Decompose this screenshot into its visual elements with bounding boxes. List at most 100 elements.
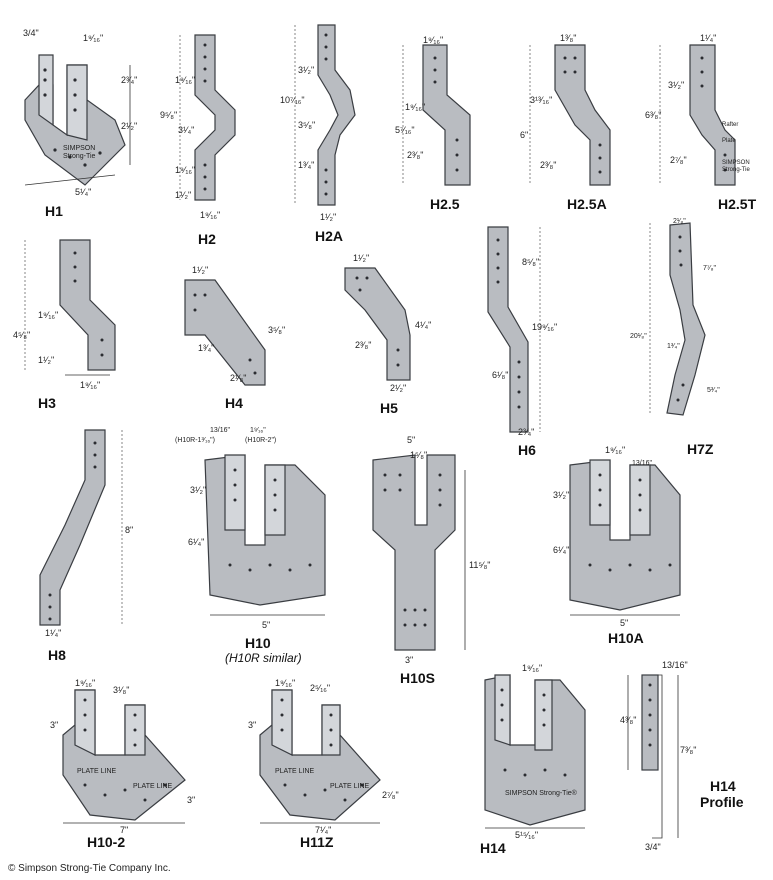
h10s-dim-b: 1⁵⁄₈" <box>410 450 428 460</box>
h14-profile-drawing <box>627 674 679 839</box>
connector-h14: 1⁹⁄₁₆" 5¹⁵⁄₁₆" SIMPSON Strong-Tie® H14 <box>470 660 610 860</box>
copyright: © Simpson Strong-Tie Company Inc. <box>8 863 171 874</box>
h14-profile-dim-a: 13/16" <box>662 660 688 670</box>
h10s-dim-d: 3" <box>405 655 414 665</box>
h11z-dim-a: 1⁹⁄₁₆" <box>275 678 296 688</box>
h4-drawing <box>184 279 266 386</box>
h2-5t-dim-a: 1¹⁄₄" <box>700 33 717 43</box>
h10a-dim-d: 6¹⁄₄" <box>553 545 570 555</box>
h2-5t-plate-text-1: Rafter <box>722 122 739 128</box>
connector-h6: 8⁵⁄₈" 19⁹⁄₁₆" 6¹⁄₈" 2³⁄₄" H6 <box>480 222 580 462</box>
h10-drawing <box>204 454 326 616</box>
h11z-drawing <box>259 689 381 824</box>
h10-2-dim-e: 7" <box>120 825 129 835</box>
h10s-drawing <box>372 454 466 651</box>
h10-dim-e: 3¹⁄₂" <box>190 485 207 495</box>
connector-h10a: 1⁹⁄₁₆" 13/16" 3¹⁄₂" 6¹⁄₄" 5" H10A <box>550 440 725 650</box>
h11z-dim-e: 7¹⁄₄" <box>315 825 332 835</box>
connector-h1: 3/4" 1⁹⁄₁₆" 2³⁄₄" 2¹⁄₂" 5¹⁄₄" SIMPSON St… <box>15 25 145 219</box>
h2a-label: H2A <box>315 228 344 244</box>
h2-5-dim-a: 1⁹⁄₁₆" <box>423 35 444 45</box>
h2-5-drawing <box>402 44 471 186</box>
h2-5a-dim-a: 1³⁄₈" <box>560 33 577 43</box>
h11z-plate-text-1: PLATE LINE <box>275 768 315 775</box>
h2-dim-d: 1⁹⁄₁₆" <box>175 165 196 175</box>
h3-label: H3 <box>38 395 56 411</box>
h10s-label: H10S <box>400 670 436 686</box>
h2-5t-plate-text-3: SIMPSON <box>722 160 750 166</box>
h11z-dim-c: 3" <box>248 720 257 730</box>
h1-label: H1 <box>45 203 63 219</box>
connector-h3: 1⁹⁄₁₆" 4⁵⁄₈" 1¹⁄₂" 1⁹⁄₁₆" H3 <box>10 235 130 415</box>
h10a-drawing <box>569 459 681 616</box>
h10-label: H10 <box>245 635 271 651</box>
h1-dim-c: 2³⁄₄" <box>121 75 138 85</box>
h2-5t-label: H2.5T <box>718 196 757 212</box>
h14-dim-b: 5¹⁵⁄₁₆" <box>515 830 539 840</box>
connector-h10s: 5" 1⁵⁄₈" 11⁵⁄₈" 3" H10S <box>365 430 495 690</box>
connector-h2a: 3¹⁄₂" 10⁷⁄₁₆" 3⁵⁄₈" 1³⁄₄" 1¹⁄₂" H2A <box>280 20 380 244</box>
h2-5a-label: H2.5A <box>567 196 607 212</box>
connector-h10: 13/16" (H10R-1³⁄₁₆") 1⁹⁄₁₆" (H10R-2") 3¹… <box>170 425 345 670</box>
h2-dim-e: 1¹⁄₂" <box>175 190 192 200</box>
h2-dim-c: 3¹⁄₄" <box>178 125 195 135</box>
connector-h2-5: 1⁹⁄₁₆" 1⁹⁄₁₆" 5⁷⁄₁₆" 2³⁄₈" H2.5 <box>395 30 495 212</box>
h11z-dim-b: 2⁵⁄₁₆" <box>310 683 331 693</box>
h1-plate-text-1: SIMPSON <box>63 145 96 152</box>
h2-5t-dim-b: 3¹⁄₂" <box>668 80 685 90</box>
h10-2-dim-b: 3¹⁄₈" <box>113 685 130 695</box>
h2a-dim-b: 10⁷⁄₁₆" <box>280 95 305 105</box>
h3-dim-c: 1¹⁄₂" <box>38 355 55 365</box>
h2a-dim-e: 1¹⁄₂" <box>320 212 337 222</box>
h2-5-dim-d: 2³⁄₈" <box>407 150 424 160</box>
h10a-dim-b: 13/16" <box>632 460 653 467</box>
h7z-dim-e: 5³⁄₄" <box>707 387 720 394</box>
h4-dim-b: 3⁵⁄₈" <box>268 325 286 335</box>
h6-dim-a: 8⁵⁄₈" <box>522 257 540 267</box>
connector-h8: 8" 1¹⁄₄" H8 <box>30 425 140 675</box>
h10-2-dim-c: 3" <box>50 720 59 730</box>
h2-5t-dim-c: 6³⁄₈" <box>645 110 662 120</box>
h1-drawing <box>24 54 131 186</box>
h10s-dim-c: 11⁵⁄₈" <box>469 560 491 570</box>
h7z-dim-d: 1³⁄₄" <box>667 343 680 350</box>
h3-drawing <box>24 239 116 376</box>
h5-label: H5 <box>380 400 398 416</box>
connector-h5: 1¹⁄₂" 4¹⁄₄" 2³⁄₈" 2¹⁄₂" H5 <box>335 250 445 420</box>
h6-dim-d: 2³⁄₄" <box>518 427 535 437</box>
h4-dim-c: 1³⁄₄" <box>198 343 215 353</box>
h2-5t-plate-text-4: Strong-Tie <box>722 167 750 173</box>
h10-2-drawing <box>62 689 186 824</box>
h2-5-dim-b: 1⁹⁄₁₆" <box>405 102 426 112</box>
h7z-dim-c: 20¹⁄₈" <box>630 333 647 340</box>
h5-dim-d: 2¹⁄₂" <box>390 383 407 393</box>
h10-2-dim-d: 3" <box>187 795 196 805</box>
h2-5a-dim-d: 2³⁄₈" <box>540 160 557 170</box>
h3-dim-d: 1⁹⁄₁₆" <box>80 380 101 390</box>
h10a-dim-a: 1⁹⁄₁₆" <box>605 445 626 455</box>
h14-profile-label-line1: H14 <box>710 778 736 794</box>
connector-h11z: 1⁹⁄₁₆" 2⁵⁄₁₆" 3" 2⁷⁄₈" 7¹⁄₄" PLATE LINE … <box>240 675 420 855</box>
h14-dim-a: 1⁹⁄₁₆" <box>522 663 543 673</box>
h2a-drawing <box>294 24 356 206</box>
h2-5a-drawing <box>529 44 611 186</box>
h7z-label: H7Z <box>687 441 714 457</box>
h10-2-dim-a: 1⁹⁄₁₆" <box>75 678 96 688</box>
h2-5-dim-c: 5⁷⁄₁₆" <box>395 125 415 135</box>
h2-5-label: H2.5 <box>430 196 460 212</box>
h8-dim-b: 1¹⁄₄" <box>45 628 62 638</box>
h10-dim-c: 1⁹⁄₁₆" <box>250 427 266 434</box>
h5-dim-c: 2³⁄₈" <box>355 340 372 350</box>
h2-drawing <box>179 34 236 201</box>
connector-h7z: 2¹⁄₈" 7⁷⁄₈" 20¹⁄₈" 1³⁄₄" 5³⁄₄" H7Z <box>625 215 770 465</box>
h6-label: H6 <box>518 442 536 458</box>
h1-dim-d: 2¹⁄₂" <box>121 121 138 131</box>
h14-profile-dim-c: 7³⁄₈" <box>680 745 697 755</box>
h14-profile-label-line2: Profile <box>700 794 744 810</box>
h2-5a-dim-c: 6" <box>520 130 529 140</box>
h14-label: H14 <box>480 840 506 856</box>
h8-drawing <box>39 429 123 626</box>
h6-drawing <box>487 226 541 433</box>
h10-2-label: H10-2 <box>87 834 126 850</box>
h14-profile-dim-b: 4³⁄₈" <box>620 715 637 725</box>
